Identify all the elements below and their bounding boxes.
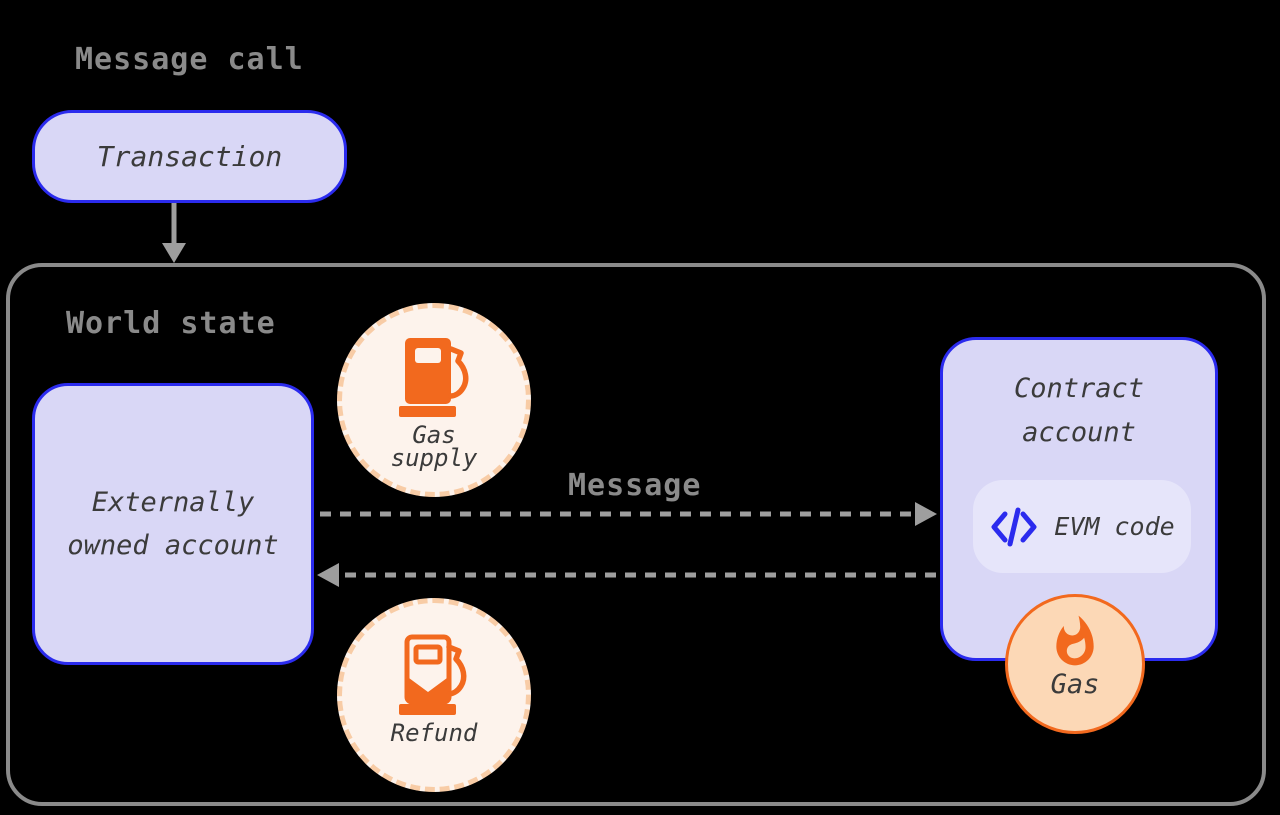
gas-pump-icon [399, 338, 469, 417]
evm-code-label: EVM code [1054, 511, 1175, 541]
world-state-container [6, 263, 1266, 806]
transaction-node: Transaction [32, 110, 347, 203]
message-arrow-label: Message [568, 468, 702, 503]
transaction-label: Transaction [96, 140, 283, 173]
gas-pump-refund-icon [399, 634, 467, 715]
gas-supply-label-line2: supply [390, 444, 478, 472]
diagram-title: Message call [75, 42, 304, 77]
refund-node: Refund [337, 598, 531, 792]
contract-label-line2: account [1022, 417, 1136, 448]
gas-supply-label-line1: Gas [412, 421, 456, 449]
gas-supply-node: Gas supply [337, 303, 531, 497]
world-state-label: World state [66, 306, 276, 341]
transaction-down-arrow [162, 203, 186, 263]
evm-code-chip: EVM code [973, 480, 1191, 573]
externally-owned-account-node: Externally owned account [32, 383, 314, 665]
gas-label: Gas [1050, 669, 1100, 700]
contract-label-line1: Contract [1013, 373, 1145, 404]
eoa-label-line2: owned account [67, 530, 279, 561]
code-icon [991, 507, 1037, 546]
refund-label: Refund [390, 719, 478, 747]
eoa-label-line1: Externally [91, 487, 255, 518]
gas-node: Gas [1005, 594, 1145, 734]
flame-icon [1056, 615, 1094, 666]
